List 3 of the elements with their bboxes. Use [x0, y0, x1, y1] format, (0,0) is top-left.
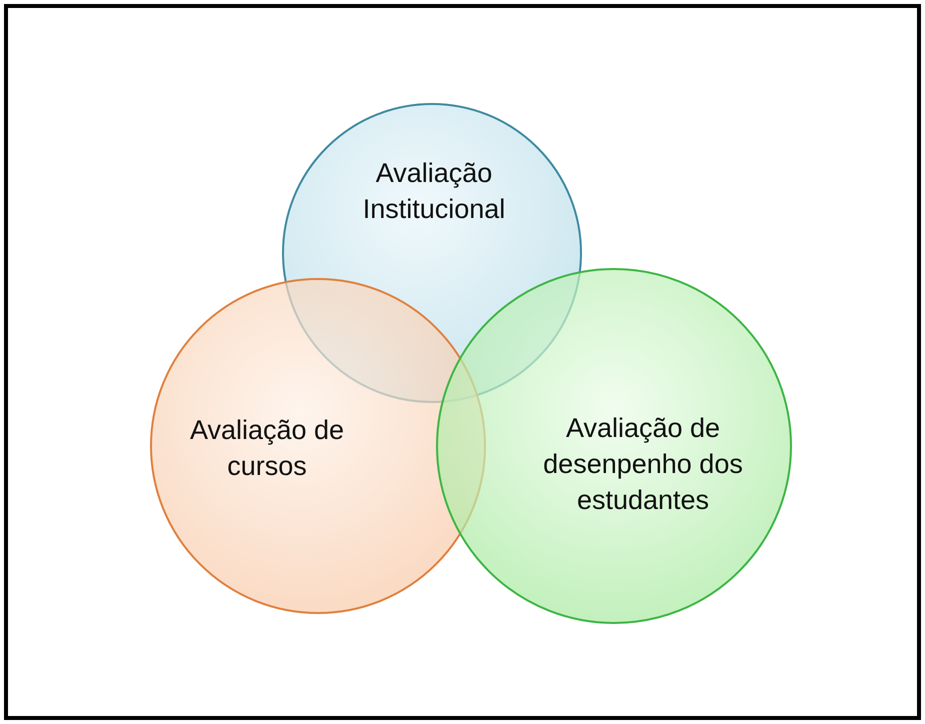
- circle-label: Avaliação de cursos: [188, 414, 346, 483]
- circle-label: Avaliação de desenpenho dos estudantes: [543, 412, 743, 517]
- circle-label: Avaliação Institucional: [362, 157, 506, 226]
